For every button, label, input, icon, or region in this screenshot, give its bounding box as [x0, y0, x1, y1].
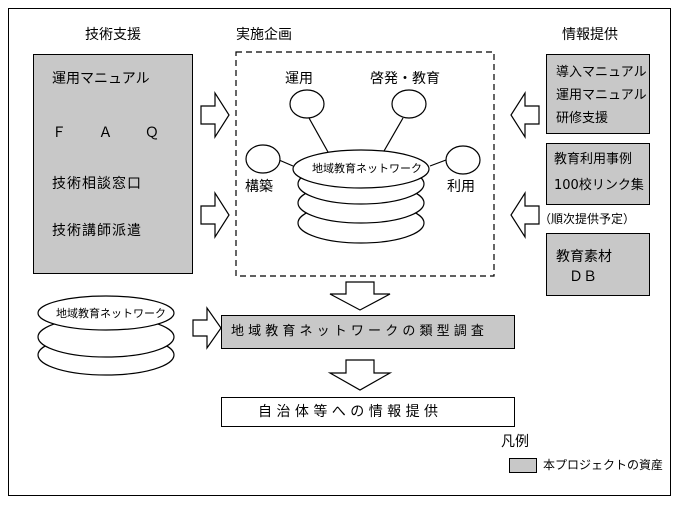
legend-swatch	[509, 458, 537, 473]
node-circle-awareness	[391, 89, 427, 119]
center-network-stack	[292, 149, 430, 244]
arrows-down	[327, 281, 393, 391]
info-provision-label: 自 治 体 等 へ の 情 報 提 供	[258, 404, 439, 420]
planning-header: 実施企画	[236, 27, 292, 43]
planning-area-border	[235, 51, 495, 277]
legend-title: 凡例	[501, 434, 529, 450]
info-item-materials: 教育素材	[556, 249, 612, 265]
info-item-operation-manual: 運用マニュアル	[556, 88, 647, 103]
network-survey-box	[221, 315, 515, 349]
node-circle-operation	[289, 89, 325, 119]
info-box-materials-db	[546, 233, 650, 296]
tech-support-item-manual: 運用マニュアル	[52, 71, 150, 87]
node-circle-construction	[245, 144, 281, 174]
legend-item-label: 本プロジェクトの資産	[543, 458, 664, 472]
info-item-link-collection: 100校リンク集	[554, 178, 644, 193]
info-item-use-cases: 教育利用事例	[554, 152, 633, 167]
node-label-construction: 構築	[245, 179, 273, 195]
network-survey-label: 地 域 教 育 ネ ッ ト ワ ー ク の 類 型 調 査	[231, 324, 484, 339]
tech-support-box	[33, 54, 193, 274]
info-box-cases	[546, 143, 650, 205]
info-provision-header: 情報提供	[562, 27, 618, 43]
center-network-label: 地域教育ネットワーク	[312, 162, 422, 175]
diagram-frame	[8, 8, 671, 496]
info-item-training: 研修支援	[556, 111, 609, 126]
info-item-intro-manual: 導入マニュアル	[556, 65, 647, 80]
network-spokes	[278, 117, 447, 167]
info-box-manuals	[546, 54, 650, 134]
tech-support-item-consultation: 技術相談窓口	[52, 176, 142, 192]
tech-support-item-faq: Ｆ Ａ Ｑ	[52, 125, 173, 141]
bottom-network-label: 地域教育ネットワーク	[56, 307, 166, 320]
node-circle-usage	[445, 145, 481, 175]
bottom-network-stack	[37, 295, 175, 376]
info-note-planned: （順次提供予定）	[539, 212, 636, 226]
info-item-db: ＤＢ	[569, 269, 597, 285]
node-label-awareness: 啓発・教育	[370, 71, 440, 87]
arrows-left-to-center	[192, 90, 230, 350]
arrows-right-to-center	[510, 90, 540, 240]
node-label-usage: 利用	[447, 179, 475, 195]
tech-support-item-dispatch: 技術講師派遣	[52, 223, 142, 239]
node-label-operation: 運用	[285, 71, 313, 87]
tech-support-header: 技術支援	[85, 27, 141, 43]
info-provision-box	[221, 397, 515, 427]
